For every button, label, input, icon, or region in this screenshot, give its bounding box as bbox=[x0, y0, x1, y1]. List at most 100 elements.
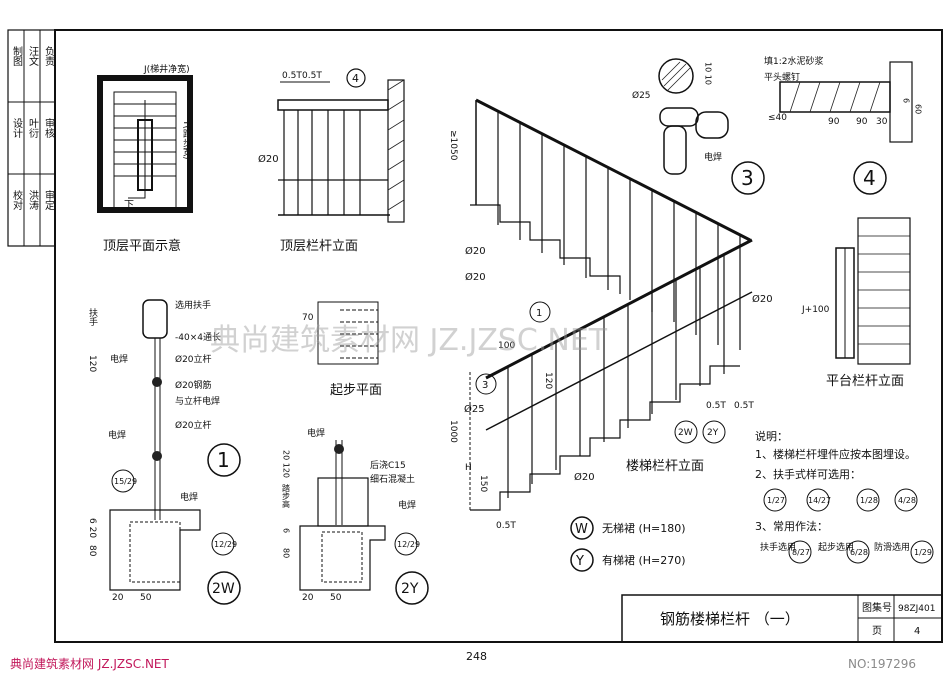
d1-weld-c: 电焊 bbox=[180, 491, 198, 503]
d1-l2: -40×4通长 bbox=[175, 331, 221, 343]
d4-num: 4 bbox=[863, 166, 876, 190]
d2y-weld-b: 电焊 bbox=[398, 499, 416, 511]
note-3-c-ref: 1/29 bbox=[914, 548, 932, 557]
note-3: 3、常用作法： bbox=[755, 519, 828, 533]
d2y-num-circle bbox=[395, 571, 429, 605]
legend-w-text: 无梯裙 (H=180) bbox=[602, 522, 686, 535]
stair-d100: 100 bbox=[498, 341, 515, 351]
d2y-l1: 后浇C15 bbox=[370, 459, 406, 471]
start-plan-title: 起步平面 bbox=[330, 383, 382, 398]
note-3-c: 防滑选用 bbox=[874, 541, 910, 553]
stair-refy: 2Y bbox=[707, 428, 719, 438]
platform-title: 平台栏杆立面 bbox=[826, 374, 904, 389]
d4-d30: 30 bbox=[876, 117, 888, 127]
weld-mark bbox=[152, 451, 162, 461]
sig-r2c1: 审核 bbox=[43, 117, 55, 139]
stair-refw-circle bbox=[674, 420, 698, 444]
top-rail-view: 0.5T 0.5T Ø20 4 顶层栏杆立面 bbox=[258, 68, 405, 254]
top-rail-ref-circle bbox=[346, 68, 366, 88]
top-rail-title: 顶层栏杆立面 bbox=[280, 239, 358, 254]
stair-05t-b: 0.5T bbox=[734, 401, 754, 411]
legend-y-mark: Y bbox=[575, 554, 584, 569]
top-plan-view: J(梯井净宽) T(踏步宽) 下 顶层平面示意 bbox=[97, 63, 193, 254]
d2y-d80: 80 bbox=[282, 548, 291, 558]
legend: W 无梯裙 (H=180) Y 有梯裙 (H=270) bbox=[570, 516, 686, 572]
weld-mark bbox=[334, 444, 344, 454]
stair-d120: 120 bbox=[543, 372, 553, 389]
title-block: 钢筋楼梯栏杆 （一） 图集号 98ZJ401 页 4 bbox=[621, 594, 943, 643]
note-3-b: 起步选用 bbox=[818, 541, 854, 553]
d1-l1: 选用扶手 bbox=[175, 299, 211, 311]
d4-l2: 平头螺钉 bbox=[764, 72, 800, 83]
watermark: 典尚建筑素材网 JZ.JZSC.NET bbox=[210, 323, 608, 358]
d2y-num: 2Y bbox=[401, 581, 419, 597]
detail-3: Ø25 10 10 电焊 3 bbox=[632, 58, 765, 195]
sig-r1c1: 叶衍 bbox=[27, 118, 39, 139]
note-3-b-ref: 6/28 bbox=[850, 548, 868, 557]
stair-ref1: 1 bbox=[536, 308, 542, 319]
note-2-ref-1: 14/27 bbox=[808, 496, 831, 505]
sig-r2c2: 负责 bbox=[43, 45, 55, 67]
stair-05t-c: 0.5T bbox=[496, 521, 516, 531]
footer-right: NO:197296 bbox=[848, 657, 916, 671]
d4-l1: 填1:2水泥砂浆 bbox=[764, 55, 824, 67]
d2y-d20120: 20 120 bbox=[282, 450, 291, 478]
d4-num-circle bbox=[853, 161, 887, 195]
detail-4: 填1:2水泥砂浆 平头螺钉 ≤40 90 90 30 6 60 4 bbox=[764, 55, 923, 195]
sheet-frame bbox=[54, 29, 943, 643]
note-2: 2、扶手式样可选用： bbox=[755, 467, 861, 481]
detail-1: 选用扶手 -40×4通长 Ø20立杆 Ø20钢筋 与立杆电焊 Ø20立杆 扶手 … bbox=[87, 299, 241, 605]
d1-num: 1 bbox=[217, 448, 230, 472]
d1-l5: 与立杆电焊 bbox=[175, 395, 220, 407]
stair-h1050: ≥1050 bbox=[448, 130, 458, 161]
note-2-ref-0: 1/27 bbox=[767, 496, 785, 505]
d3-num: 3 bbox=[741, 166, 754, 190]
stair-rail-view: ≥1050 1000 H 150 120 100 0.5T 0.5T 0.5T … bbox=[448, 98, 773, 531]
stair-title: 楼梯栏杆立面 bbox=[626, 459, 704, 474]
d2w-num-circle bbox=[207, 571, 241, 605]
stair-bar-a: Ø20 bbox=[465, 245, 486, 257]
weld-mark bbox=[152, 377, 162, 387]
d1-d120: 120 bbox=[87, 355, 97, 372]
stair-ref1-circle bbox=[529, 301, 551, 323]
page-label: 页 bbox=[872, 625, 882, 637]
stair-bar-b: Ø20 bbox=[465, 271, 486, 283]
stair-h150: 150 bbox=[478, 475, 488, 492]
d1-weld-a: 电焊 bbox=[110, 353, 128, 365]
footer-left: 典尚建筑素材网 JZ.JZSC.NET bbox=[10, 656, 170, 671]
d2y-ref: 12/29 bbox=[397, 540, 420, 549]
sig-r2c0: 审定 bbox=[43, 189, 55, 211]
stair-bar-c: Ø20 bbox=[752, 293, 773, 305]
d1-handrail: 扶手 bbox=[87, 307, 98, 327]
sig-r1c0: 洪涛 bbox=[27, 190, 39, 210]
d3-num-circle bbox=[731, 161, 765, 195]
legend-w-mark: W bbox=[575, 522, 588, 537]
top-plan-label-j: J(梯井净宽) bbox=[143, 63, 190, 75]
stair-h-label: H bbox=[465, 463, 472, 473]
d1-l4: Ø20钢筋 bbox=[175, 379, 212, 391]
d1-l3: Ø20立杆 bbox=[175, 353, 212, 365]
note-3-a-ref: 8/27 bbox=[792, 548, 810, 557]
d1-l6: Ø20立杆 bbox=[175, 419, 212, 431]
stair-h1000: 1000 bbox=[448, 420, 458, 443]
sig-r0c2: 制图 bbox=[11, 45, 23, 67]
d2y-ref-circle bbox=[394, 532, 418, 556]
stair-bar25: Ø25 bbox=[464, 403, 485, 415]
d1-ref-a: 15/29 bbox=[114, 477, 137, 486]
note-2-ref-3: 4/28 bbox=[898, 496, 916, 505]
d1-ref-b: 12/29 bbox=[214, 540, 237, 549]
note-1: 1、楼梯栏杆埋件应按本图埋设。 bbox=[755, 447, 916, 461]
d2y-step: 踏步高 bbox=[282, 483, 291, 509]
top-plan-down: 下 bbox=[124, 200, 134, 211]
top-rail-dim-b: 0.5T bbox=[302, 71, 322, 81]
atlas-no: 98ZJ401 bbox=[898, 604, 935, 614]
top-rail-dim-a: 0.5T bbox=[282, 71, 302, 81]
d4-d90b: 90 bbox=[856, 117, 868, 127]
atlas-label: 图集号 bbox=[862, 601, 892, 614]
top-plan-label-t: T(踏步宽) bbox=[181, 119, 192, 160]
top-rail-bar: Ø20 bbox=[258, 153, 279, 165]
top-rail-ref: 4 bbox=[352, 72, 359, 85]
d4-d40: ≤40 bbox=[768, 113, 787, 123]
d1-d80: 80 bbox=[87, 545, 97, 557]
